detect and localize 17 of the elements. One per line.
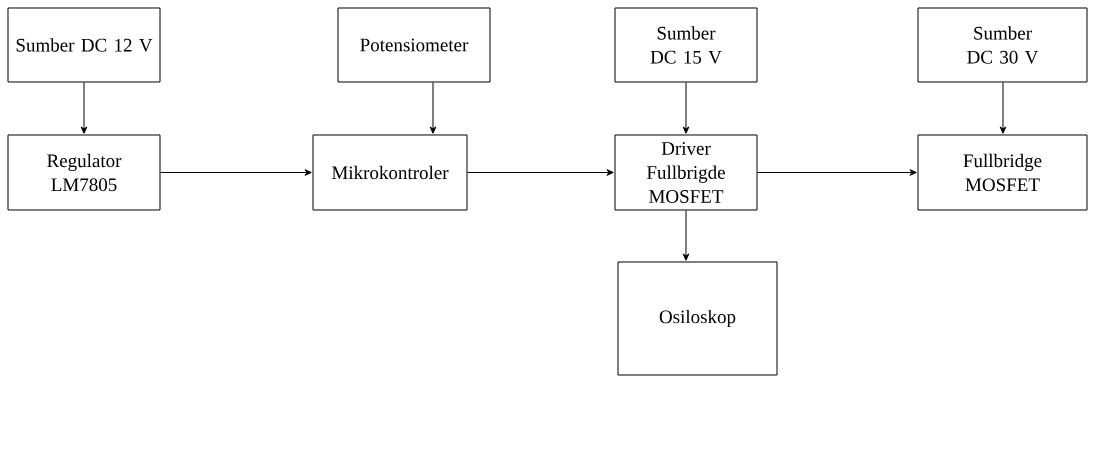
arrow <box>160 169 312 176</box>
block-box: Sumber DC 15 V <box>614 7 758 83</box>
arrow <box>757 169 917 176</box>
arrow <box>429 82 437 134</box>
arrow <box>80 82 88 134</box>
block-box: Sumber DC 12 V <box>7 7 161 83</box>
arrow <box>467 169 614 176</box>
arrow <box>682 82 690 134</box>
arrow <box>682 210 690 261</box>
block-box: Sumber DC 30 V <box>917 7 1088 83</box>
block-box: Mikrokontroler <box>312 134 468 211</box>
block-box: Osiloskop <box>617 261 778 376</box>
block-box: Fullbridge MOSFET <box>917 134 1088 211</box>
block-box: Regulator LM7805 <box>7 134 161 211</box>
block-box: Potensiometer <box>337 7 491 83</box>
arrow <box>999 82 1007 134</box>
block-box: Driver Fullbrigde MOSFET <box>614 134 758 211</box>
